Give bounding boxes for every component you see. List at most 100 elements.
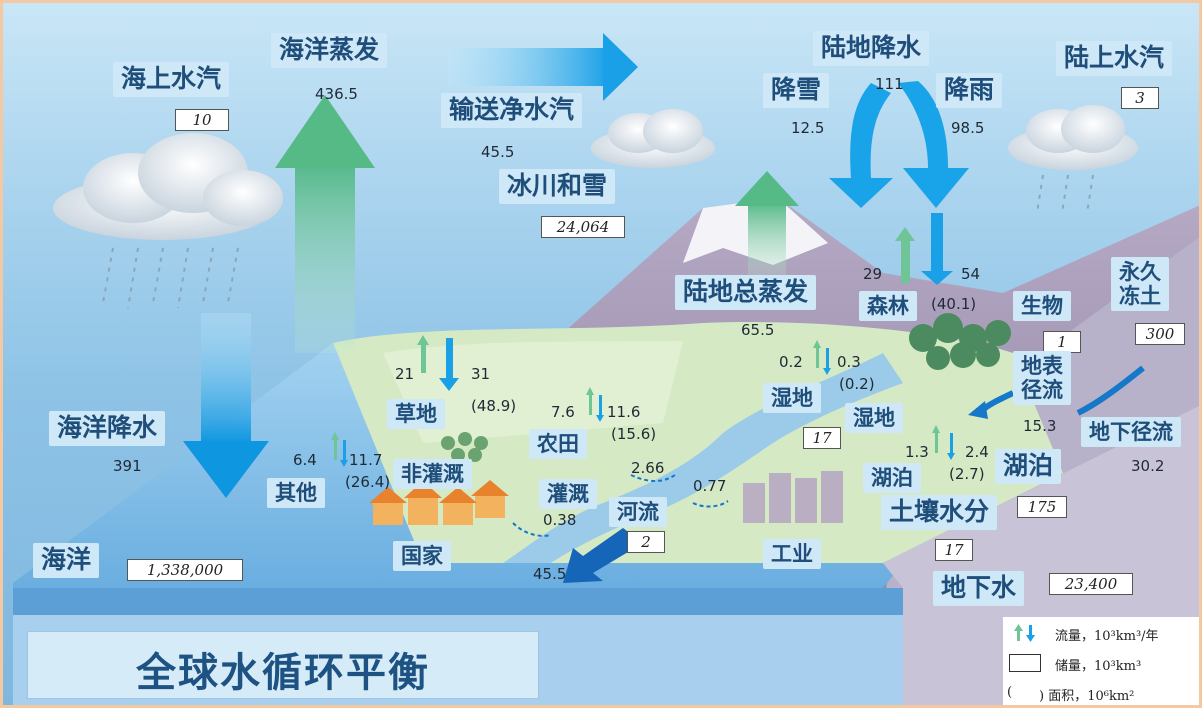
land-evaporation-label: 陆地总蒸发	[675, 275, 817, 310]
flow-077-value: 0.77	[693, 477, 727, 495]
surface-runoff-label-line1: 地表	[1021, 354, 1063, 378]
permafrost-label: 永久 冻土	[1111, 257, 1169, 312]
forest-label: 森林	[859, 291, 917, 322]
wetland-storage: 17	[803, 427, 841, 449]
ocean-precipitation-arrow	[183, 313, 269, 498]
surface-runoff-value: 15.3	[1023, 417, 1057, 435]
non-irrigated-label: 非灌溉	[393, 459, 472, 490]
ocean-evaporation-arrow	[275, 95, 375, 353]
permafrost-label-line2: 冻土	[1119, 284, 1161, 309]
other-precip-value: 11.7	[349, 451, 383, 469]
surface-runoff-label: 地表 径流	[1013, 351, 1071, 406]
biota-label: 生物	[1013, 291, 1071, 322]
lake-label-a: 湖泊	[863, 463, 921, 494]
biota-storage: 1	[1043, 331, 1081, 353]
factory-buildings	[743, 471, 843, 523]
legend-area: ) 面积，10⁶km²	[1039, 689, 1135, 704]
forest-evap-value: 29	[863, 265, 883, 283]
net-transport-value: 45.5	[481, 143, 515, 161]
snow-label: 降雪	[763, 73, 830, 108]
net-vapor-transport-arrow	[448, 33, 638, 101]
land-precipitation-label: 陆地降水	[813, 31, 930, 66]
land-cloud-right	[1008, 105, 1138, 170]
page-title: 全球水循环平衡	[136, 650, 430, 696]
wetland-label-b: 湿地	[845, 403, 903, 434]
glacier-storage: 24,064	[541, 216, 625, 238]
flow-arrows-icon	[1014, 624, 1035, 642]
lake-label-b: 湖泊	[995, 449, 1062, 484]
wetland-precip-value: 0.3	[837, 353, 861, 371]
soil-moisture-storage: 17	[935, 539, 973, 561]
storage-box-icon	[1009, 654, 1041, 672]
permafrost-label-line1: 永久	[1119, 260, 1161, 284]
ocean-top	[13, 343, 903, 588]
title-banner: 全球水循环平衡	[27, 631, 539, 699]
legend: 流量，10³km³/年 储量，10³km³ ( ) 面积，10⁶km²	[1003, 617, 1199, 705]
grassland-area: (48.9)	[471, 397, 517, 415]
lake-storage: 175	[1017, 496, 1067, 518]
land-evaporation-value: 65.5	[741, 321, 775, 339]
ocean-cloud	[53, 133, 283, 240]
groundwater-runoff-value: 30.2	[1131, 457, 1165, 475]
legend-flow: 流量，10³km³/年	[1055, 629, 1159, 644]
ocean-precipitation-value: 391	[113, 457, 142, 475]
lake-area: (2.7)	[949, 465, 985, 483]
snow-value: 12.5	[791, 119, 825, 137]
forest-precip-value: 54	[961, 265, 981, 283]
cropland-label: 农田	[529, 429, 587, 460]
river-outflow-arrow	[563, 528, 643, 583]
industry-label: 工业	[763, 539, 821, 570]
net-transport-label: 输送净水汽	[441, 93, 583, 128]
river-storage: 2	[627, 531, 665, 553]
groundwater-runoff-label: 地下径流	[1081, 417, 1181, 448]
other-area: (26.4)	[345, 473, 391, 491]
cropland-evap-value: 7.6	[551, 403, 575, 421]
permafrost-storage: 300	[1135, 323, 1185, 345]
small-flux-arrows	[331, 335, 955, 467]
country-label: 国家	[393, 541, 451, 572]
ocean-front	[13, 588, 903, 615]
ocean-storage: 1,338,000	[127, 559, 243, 581]
ocean-precipitation-label: 海洋降水	[49, 411, 166, 446]
ocean-vapor-storage: 10	[175, 109, 229, 131]
wetland-label-a: 湿地	[763, 383, 821, 414]
dashed-flow-arrows	[512, 474, 729, 537]
legend-storage: 储量，10³km³	[1055, 659, 1142, 674]
houses	[369, 480, 509, 525]
land-vapor-storage: 3	[1121, 87, 1159, 109]
rain-value: 98.5	[951, 119, 985, 137]
glacier-label: 冰川和雪	[499, 169, 616, 204]
ocean-evaporation-value: 436.5	[315, 85, 358, 103]
ocean-label: 海洋	[33, 543, 100, 578]
river-outflow-value: 45.5	[533, 565, 567, 583]
ocean-rain	[102, 247, 239, 309]
wetland-evap-value: 0.2	[779, 353, 803, 371]
wetland-area: (0.2)	[839, 375, 875, 393]
surface-runoff-label-line2: 径流	[1021, 378, 1063, 403]
cropland-area: (15.6)	[611, 425, 657, 443]
rain-label: 降雨	[936, 73, 1003, 108]
ocean-evaporation-label: 海洋蒸发	[271, 33, 388, 68]
groundwater-label: 地下水	[933, 571, 1025, 606]
runoff-arrows	[968, 365, 1145, 419]
groundwater-storage: 23,400	[1049, 573, 1133, 595]
ocean-vapor-label: 海上水汽	[113, 62, 230, 97]
others-label: 其他	[267, 478, 325, 509]
forest-flux-arrows	[895, 213, 953, 285]
land-cloud-center	[591, 109, 715, 168]
land-precipitation-arrows	[829, 81, 969, 208]
lake-precip-value: 2.4	[965, 443, 989, 461]
other-evap-value: 6.4	[293, 451, 317, 469]
legend-area-open: (	[1007, 685, 1013, 700]
land-vapor-label: 陆上水汽	[1056, 41, 1173, 76]
cropland-precip-value: 11.6	[607, 403, 641, 421]
grassland-label: 草地	[387, 399, 445, 430]
grassland-patches	[441, 432, 488, 462]
land-evaporation-arrow	[735, 171, 799, 278]
grassland-evap-value: 21	[395, 365, 415, 383]
forest-trees	[909, 313, 1011, 370]
forest-area: (40.1)	[931, 295, 977, 313]
flow-266-value: 2.66	[631, 459, 665, 477]
irrigated-label: 灌溉	[539, 479, 597, 510]
